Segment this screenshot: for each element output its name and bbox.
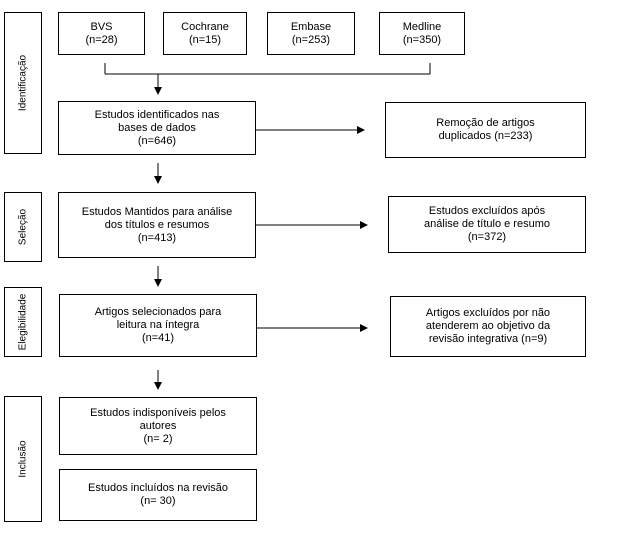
excluded-full-box: Artigos excluídos por não atenderem ao o… xyxy=(390,296,586,357)
screened-box: Estudos Mantidos para análise dos título… xyxy=(58,192,256,258)
stage-elegibilidade: Elegibilidade xyxy=(4,287,42,357)
fulltext-count: (n=41) xyxy=(141,332,175,344)
fulltext-line1: Artigos selecionados para xyxy=(94,306,222,318)
fulltext-line2: leitura na íntegra xyxy=(116,319,200,331)
source-count: (n=253) xyxy=(291,33,331,46)
duplicates-line2: duplicados (n=233) xyxy=(438,130,533,142)
source-count: (n=350) xyxy=(402,33,442,46)
identified-line2: bases de dados xyxy=(118,121,196,134)
source-name: Cochrane xyxy=(181,20,229,33)
source-count: (n=15) xyxy=(188,33,222,46)
source-bvs: BVS (n=28) xyxy=(58,12,145,55)
source-name: BVS xyxy=(90,20,113,33)
unavailable-line2: autores xyxy=(139,419,177,432)
unavailable-line1: Estudos indisponíveis pelos xyxy=(90,406,226,419)
screened-line1: Estudos Mantidos para análise xyxy=(81,205,233,218)
included-line1: Estudos incluídos na revisão xyxy=(87,482,229,494)
identified-line1: Estudos identificados nas xyxy=(94,108,220,121)
identified-count: (n=646) xyxy=(137,134,177,147)
excluded-screen-line2: análise de título e resumo xyxy=(424,218,550,230)
screened-line2: dos títulos e resumos xyxy=(104,218,210,231)
source-name: Medline xyxy=(402,20,442,33)
stage-inclusao: Inclusão xyxy=(4,396,42,522)
stage-identificacao: Identificação xyxy=(4,12,42,154)
unavailable-count: (n= 2) xyxy=(143,432,173,445)
excluded-full-line3: revisão integrativa (n=9) xyxy=(428,333,548,345)
source-count: (n=28) xyxy=(85,33,118,46)
screened-count: (n=413) xyxy=(137,231,177,244)
stage-selecao: Seleção xyxy=(4,192,42,262)
identified-box: Estudos identificados nas bases de dados… xyxy=(58,101,256,155)
included-count: (n= 30) xyxy=(140,495,176,507)
source-cochrane: Cochrane (n=15) xyxy=(163,12,247,55)
duplicates-box: Remoção de artigos duplicados (n=233) xyxy=(385,102,586,158)
excluded-screen-box: Estudos excluídos após análise de título… xyxy=(388,196,586,253)
excluded-full-line1: Artigos excluídos por não xyxy=(425,307,551,319)
fulltext-box: Artigos selecionados para leitura na ínt… xyxy=(59,294,257,357)
source-embase: Embase (n=253) xyxy=(267,12,355,55)
source-medline: Medline (n=350) xyxy=(379,12,465,55)
source-name: Embase xyxy=(290,20,332,33)
duplicates-line1: Remoção de artigos xyxy=(436,117,535,129)
unavailable-box: Estudos indisponíveis pelos autores (n= … xyxy=(59,397,257,455)
included-box: Estudos incluídos na revisão (n= 30) xyxy=(59,469,257,521)
excluded-screen-line1: Estudos excluídos após xyxy=(428,205,546,217)
excluded-full-line2: atenderem ao objetivo da xyxy=(425,320,551,332)
excluded-screen-count: (n=372) xyxy=(467,231,507,243)
